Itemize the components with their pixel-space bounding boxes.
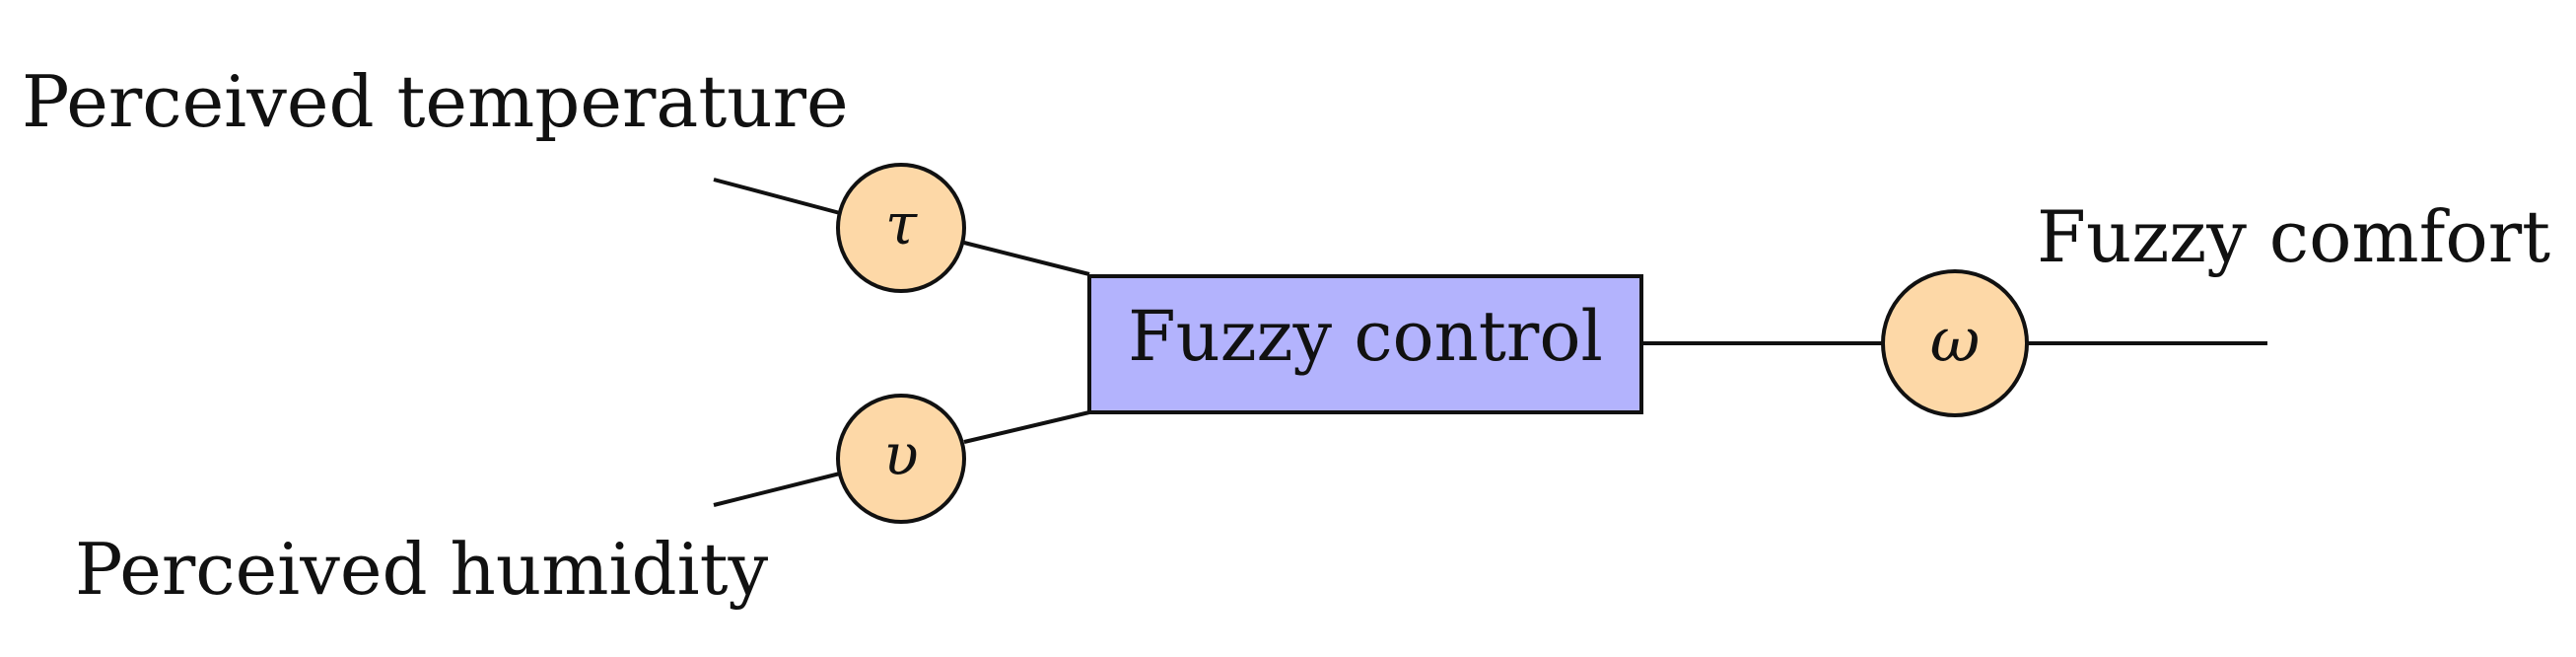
comfort-node-circle <box>1881 269 2029 417</box>
temperature-node-circle <box>836 163 966 293</box>
fuzzy-control-label: Fuzzy control <box>1128 296 1603 377</box>
fuzzy-control-block: Fuzzy control <box>1087 274 1643 414</box>
humidity-node: υ <box>836 394 966 524</box>
perceived-humidity-label: Perceived humidity <box>75 528 769 611</box>
fuzzy-comfort-label: Fuzzy comfort <box>2037 195 2550 278</box>
humidity-node-circle <box>836 394 966 524</box>
temperature-symbol: τ <box>885 190 918 257</box>
wire-temperature-to-control <box>963 241 1090 276</box>
temperature-node: τ <box>836 163 966 293</box>
fuzzy-control-box <box>1087 274 1643 414</box>
wire-humidity-to-control <box>963 410 1090 444</box>
humidity-symbol: υ <box>883 421 918 488</box>
wire-temperature-in <box>713 178 841 215</box>
comfort-node: ω <box>1881 269 2029 417</box>
perceived-temperature-label: Perceived temperature <box>22 60 849 143</box>
wire-humidity-in <box>713 472 841 507</box>
comfort-symbol: ω <box>1930 304 1981 376</box>
